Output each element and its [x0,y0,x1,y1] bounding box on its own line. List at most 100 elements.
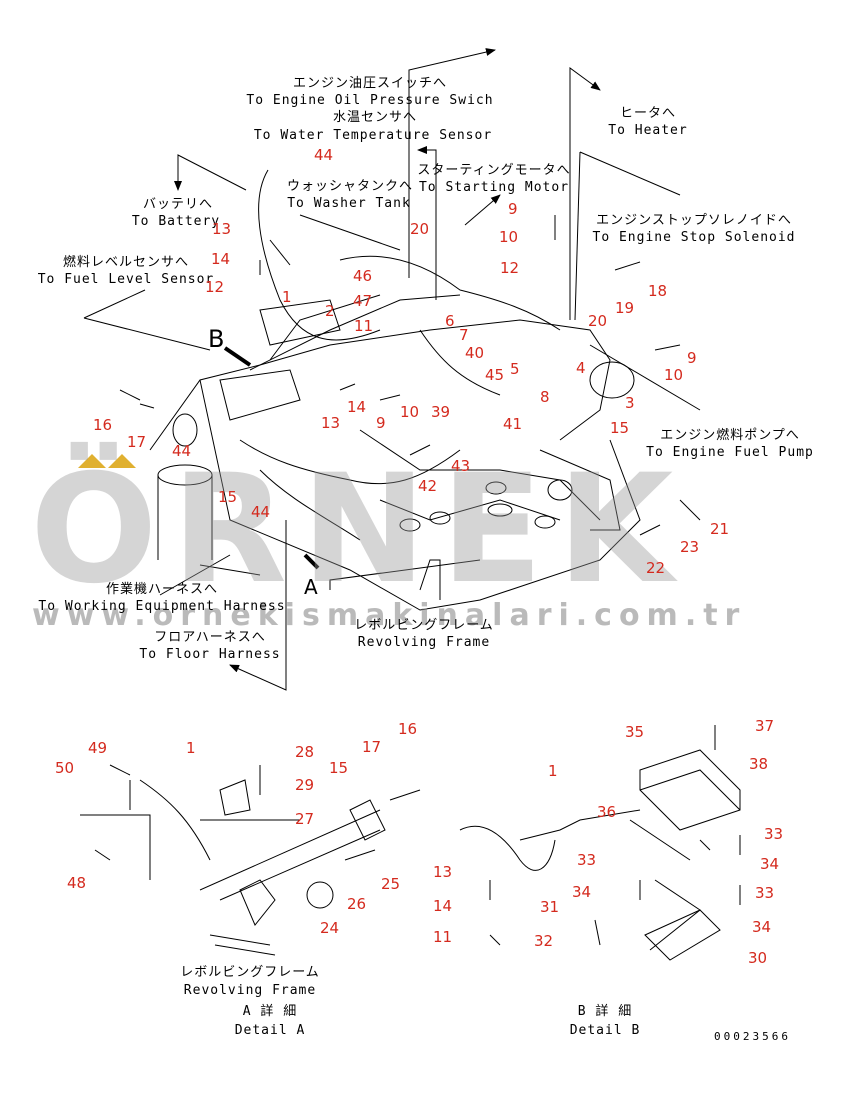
callout: 46 [353,267,373,285]
label-revolving2-jp: レボルビングフレーム [180,965,320,980]
label-detail-a-en: Detail A [234,1023,306,1038]
label-washer-en: To Washer Tank [287,196,411,211]
callout: 44 [172,442,192,460]
label-fuel-pump-en: To Engine Fuel Pump [646,445,814,460]
callout: 44 [251,503,271,521]
label-fuel-pump-jp: エンジン燃料ポンプへ [660,428,800,443]
callout: 14 [347,398,367,416]
label-detail-b-en: Detail B [569,1023,641,1038]
callout: 21 [710,520,730,538]
watermark-accent-icon [78,454,136,468]
view-marker-b: B [208,325,226,353]
label-detail-a-jp: A 詳 細 [242,1004,298,1019]
label-working-jp: 作業機ハーネスへ [105,582,219,597]
label-battery-jp: バッテリへ [142,197,214,212]
callout: 15 [610,419,630,437]
callout: 3 [625,394,635,412]
callout: 50 [55,759,75,777]
label-revolving-en: Revolving Frame [357,635,491,650]
callout: 20 [410,220,430,238]
callout: 20 [588,312,608,330]
label-starting-en: To Starting Motor [418,180,570,195]
callout: 40 [465,344,485,362]
leader-oil-pressure [408,48,496,278]
callout: 14 [433,897,453,915]
label-fuel-level-en: To Fuel Level Sensor [37,272,215,287]
callout: 34 [760,855,780,873]
label-oil-pressure-en: To Engine Oil Pressure Swich [246,93,494,108]
watermark-brand: ÖRNEK [30,443,688,617]
callout: 42 [418,477,438,495]
callout: 8 [540,388,550,406]
callout: 25 [381,875,401,893]
callout: 16 [93,416,113,434]
callout: 16 [398,720,418,738]
callout: 33 [755,884,775,902]
label-floor-en: To Floor Harness [139,647,281,662]
callout: 36 [597,803,617,821]
callout: 10 [664,366,684,384]
callout: 23 [680,538,700,556]
callout: 1 [282,288,292,306]
callout: 6 [445,312,455,330]
callout: 10 [400,403,420,421]
callout: 30 [748,949,768,967]
label-washer-jp: ウォッシャタンクへ [286,179,414,194]
callout: 9 [508,200,518,218]
label-battery-en: To Battery [131,214,221,229]
label-water-temp-en: To Water Temperature Sensor [253,128,493,143]
callout: 33 [577,851,597,869]
label-stop-solenoid-jp: エンジンストップソレノイドへ [596,213,792,228]
view-marker-a: A [304,575,319,599]
label-heater-jp: ヒータへ [619,106,677,121]
callout: 44 [314,146,334,164]
callout: 1 [186,739,196,757]
callout: 32 [534,932,554,950]
callout: 11 [433,928,453,946]
callout: 48 [67,874,87,892]
label-oil-pressure-jp: エンジン油圧スイッチへ [292,76,448,91]
callout: 38 [749,755,769,773]
callout: 29 [295,776,315,794]
callout: 47 [353,292,373,310]
label-heater-en: To Heater [608,123,688,138]
callout: 49 [88,739,108,757]
watermark-url: www.ornekismakinalari.com.tr [32,598,747,633]
callout: 31 [540,898,560,916]
callout: 9 [687,349,697,367]
drawing-code: 00023566 [714,1030,791,1043]
label-water-temp-jp: 水温センサへ [332,110,418,125]
callout: 11 [354,317,374,335]
callout: 4 [576,359,586,377]
callout: 39 [431,403,451,421]
callout: 9 [376,414,386,432]
label-fuel-level-jp: 燃料レベルセンサへ [62,255,190,270]
label-detail-b-jp: B 詳 細 [577,1004,633,1019]
callout: 13 [433,863,453,881]
callout: 14 [211,250,231,268]
callout: 2 [325,302,335,320]
callout: 12 [500,259,520,277]
callout: 43 [451,457,471,475]
callout: 28 [295,743,315,761]
callout: 12 [205,278,225,296]
label-working-en: To Working Equipment Harness [38,599,286,614]
label-starting-jp: スターティングモータへ [417,163,571,178]
callout: 15 [218,488,238,506]
callout: 41 [503,415,523,433]
callout: 34 [572,883,592,901]
callout: 7 [459,326,469,344]
callout: 1 [548,762,558,780]
label-stop-solenoid-en: To Engine Stop Solenoid [592,230,796,245]
callout: 33 [764,825,784,843]
callout: 37 [755,717,775,735]
callout: 24 [320,919,340,937]
callout: 34 [752,918,772,936]
callout: 22 [646,559,666,577]
callout: 45 [485,366,505,384]
callout: 17 [362,738,382,756]
callout: 15 [329,759,349,777]
callout: 18 [648,282,668,300]
